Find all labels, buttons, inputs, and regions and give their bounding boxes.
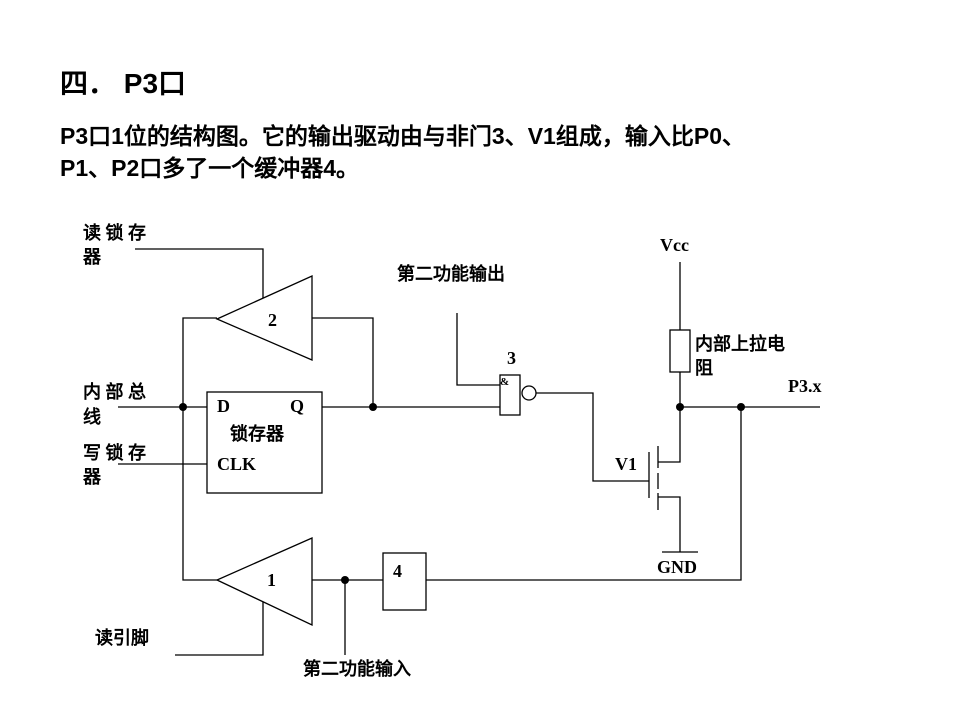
alt-output-label: 第二功能输出 — [397, 263, 505, 284]
nand-symbol-label: & — [500, 376, 509, 388]
nand-number-label: 3 — [507, 348, 516, 368]
buffer-1-label: 1 — [267, 570, 276, 590]
read-latch-label-2: 器 — [82, 247, 102, 267]
gnd-label: GND — [657, 557, 697, 577]
latch-box — [206, 391, 323, 494]
latch-d-label: D — [217, 396, 230, 416]
internal-bus-label-1: 内 部 总 — [83, 381, 146, 402]
paragraph-line-1: P3口1位的结构图。它的输出驱动由与非门3、V1组成，输入比P0、 — [60, 123, 745, 149]
latch-q-label: Q — [290, 396, 304, 416]
read-pin-wire — [175, 602, 264, 656]
buffer-1-triangle — [215, 537, 313, 627]
buffer-2-triangle — [215, 274, 313, 361]
v1-drain-wire — [658, 372, 681, 463]
pin-label: P3.x — [788, 376, 822, 396]
paragraph-line-2: P1、P2口多了一个缓冲器4。 — [60, 155, 360, 181]
v1-source-wire — [658, 496, 681, 552]
write-latch-label-2: 器 — [82, 467, 102, 487]
buffer-2-label: 2 — [268, 310, 277, 330]
latch-name-label: 锁存器 — [230, 423, 285, 444]
vcc-label: Vcc — [660, 235, 689, 255]
bus-junction-dot — [179, 403, 187, 411]
pullup-resistor — [669, 329, 691, 373]
nand-inverter-bubble — [521, 385, 537, 401]
nand-to-gate-wire — [536, 392, 649, 482]
buffer-4-box — [382, 552, 427, 611]
pullup-label-2: 阻 — [695, 358, 713, 378]
drain-junction-dot — [676, 403, 684, 411]
v1-label: V1 — [615, 454, 637, 474]
read-pin-label: 读引脚 — [95, 627, 149, 648]
pin-feedback-wire — [426, 407, 742, 581]
latch-clk-label: CLK — [217, 454, 256, 474]
read-latch-label-1: 读 锁 存 — [83, 222, 146, 243]
slide-heading: 四． P3口 — [60, 68, 187, 99]
alt-output-wire — [456, 313, 500, 386]
q-feedback-wire — [312, 317, 374, 407]
pullup-label-1: 内部上拉电 — [695, 333, 785, 354]
buffer-4-label: 4 — [393, 561, 402, 581]
internal-bus-label-2: 线 — [83, 406, 101, 427]
nand-gate-3 — [499, 374, 521, 416]
bus-vertical-wire — [182, 317, 217, 581]
read-latch-wire — [135, 248, 264, 298]
alt-input-label: 第二功能输入 — [303, 658, 411, 679]
write-latch-label-1: 写 锁 存 — [83, 442, 146, 463]
q-junction-dot — [369, 403, 377, 411]
